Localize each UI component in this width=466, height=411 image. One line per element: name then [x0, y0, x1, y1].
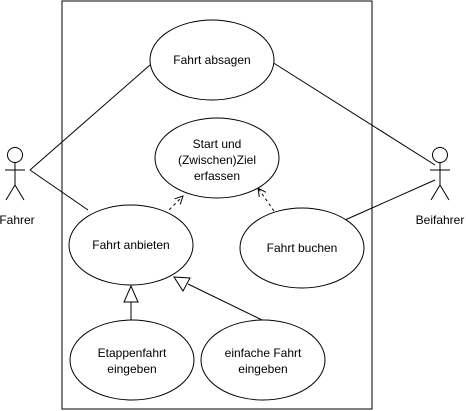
actor-head: [432, 147, 448, 163]
actor-beifahrer: [430, 147, 450, 201]
use-case-einfache-fahrt-eingeben: einfache Fahrt eingeben: [200, 319, 326, 401]
use-case-label: eingeben: [107, 362, 156, 376]
use-case-label: Fahrt buchen: [267, 241, 338, 255]
use-case-start-ziel-erfassen: Start und (Zwischen)Ziel erfassen: [154, 117, 280, 199]
use-case-label: eingeben: [238, 362, 287, 376]
generalizations: [123, 276, 263, 321]
associations: [29, 61, 436, 221]
actor-beifahrer-label: Beifahrer: [416, 213, 465, 227]
use-case-fahrt-buchen: Fahrt buchen: [239, 207, 365, 289]
include-dependencies: [164, 188, 275, 215]
include-fahrt-buchen-start-ziel: [258, 188, 275, 212]
generalization-etappenfahrt-arrowhead: [123, 284, 139, 303]
actor-fahrer-label: Fahrer: [0, 213, 35, 227]
use-case-label: Fahrt absagen: [173, 53, 250, 67]
actor-right-leg: [439, 184, 450, 201]
actor-left-leg: [5, 184, 16, 201]
use-case-ellipse: [68, 204, 194, 286]
association-beifahrer-fahrt-absagen: [271, 61, 436, 166]
use-case-fahrt-anbieten: Fahrt anbieten: [68, 204, 194, 286]
use-case-ellipse: [149, 19, 275, 101]
use-case-ellipse: [69, 319, 195, 401]
generalization-einfache-fahrt-arrowhead: [173, 276, 191, 292]
association-fahrer-fahrt-absagen: [29, 64, 151, 171]
use-case-fahrt-absagen: Fahrt absagen: [149, 19, 275, 101]
use-case-ellipse: [239, 207, 365, 289]
use-case-label: (Zwischen)Ziel: [178, 153, 256, 167]
association-beifahrer-fahrt-buchen: [344, 179, 436, 221]
use-case-label: einfache Fahrt: [225, 346, 302, 360]
generalization-einfache-fahrt-line: [187, 283, 263, 321]
use-case-label: Fahrt anbieten: [92, 238, 169, 252]
actor-head: [7, 147, 23, 163]
use-case-ellipse: [200, 319, 326, 401]
actor-left-leg: [430, 184, 441, 201]
association-fahrer-fahrt-anbieten: [29, 169, 89, 211]
use-case-label: Etappenfahrt: [98, 346, 167, 360]
use-case-label: Start und: [193, 137, 242, 151]
use-case-label: erfassen: [194, 169, 240, 183]
use-case-etappenfahrt-eingeben: Etappenfahrt eingeben: [69, 319, 195, 401]
use-case-ellipse: [154, 117, 280, 199]
actor-fahrer: [5, 147, 25, 201]
include-fahrt-anbieten-start-ziel: [164, 196, 183, 215]
actor-right-leg: [14, 184, 25, 201]
